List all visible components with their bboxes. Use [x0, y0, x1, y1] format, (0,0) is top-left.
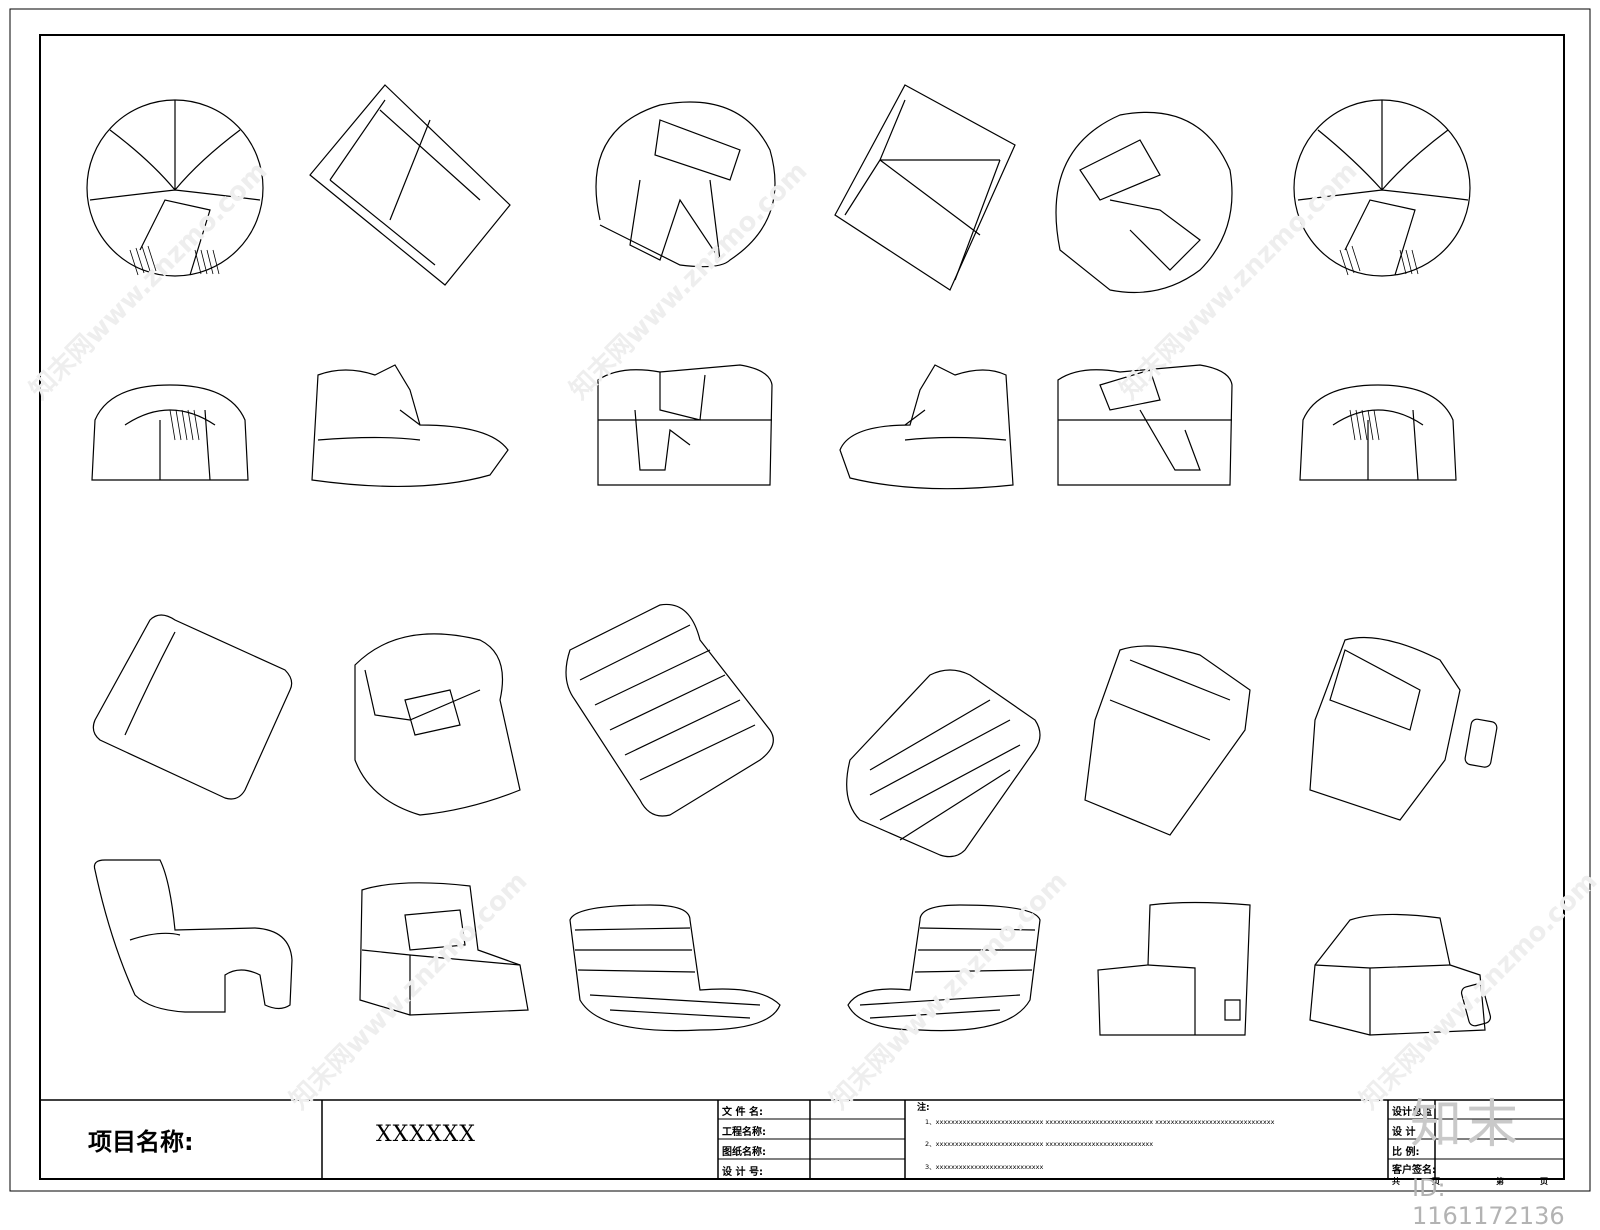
inner-frame: [39, 34, 1565, 1180]
sofa-elevation-bean-1: [91, 384, 249, 481]
sofa-elevation-lounge-1: [311, 364, 509, 488]
sofa-elevation-quilted-1: [569, 904, 781, 1032]
watermark-logo: 知末: [1410, 1095, 1523, 1155]
file-name-label: 文 件 名:: [722, 1107, 763, 1118]
sofa-plan-outline: [92, 614, 293, 800]
note-line: 3、xxxxxxxxxxxxxxxxxxxxxxxxxxxx: [925, 1163, 1044, 1171]
project-name-value: XXXXXX: [376, 1122, 476, 1147]
sofa-elevation-profile: [93, 859, 293, 1013]
designer-label: 设 计: [1392, 1127, 1416, 1138]
project-name-label: 项目名称:: [88, 1128, 194, 1156]
sofa-plan-round-3: [1055, 111, 1233, 294]
note-line: 2、xxxxxxxxxxxxxxxxxxxxxxxxxxxx xxxxxxxxx…: [925, 1140, 1154, 1148]
drawing-sheet: [9, 8, 1591, 1192]
design-supervisor-label: 设计总监: [1392, 1107, 1432, 1118]
sofa-plan-pillow: [354, 633, 521, 816]
watermark-id: ID: 1161172136: [1412, 1174, 1565, 1230]
sofa-plan-square-1: [309, 84, 511, 286]
title-block-rows: [718, 1118, 1564, 1160]
notes-heading: 注:: [917, 1103, 930, 1113]
sofa-plan-round-1: [86, 99, 264, 277]
sofa-elevation-bean-2: [1299, 384, 1457, 481]
sofa-elevation-armchair-1: [597, 364, 773, 486]
drawing-name-label: 图纸名称:: [722, 1147, 766, 1158]
sofa-plan-round-2: [595, 101, 776, 268]
sofa-elevation-lounge-2: [839, 364, 1014, 490]
sofa-elevation-ottoman-chair: [1309, 913, 1492, 1036]
sofa-plan-quilted-1: [565, 603, 774, 817]
page-number-label: 第: [1496, 1177, 1504, 1186]
sofa-plan-round-4: [1293, 99, 1471, 277]
client-signature-label: 客户签名:: [1392, 1165, 1436, 1176]
sofa-plan-with-ottoman: [1309, 636, 1498, 821]
sofa-plan-block: [1084, 645, 1251, 836]
project-title-label: 工程名称:: [722, 1127, 766, 1138]
total-pages-label: 共: [1392, 1177, 1400, 1186]
sofa-plan-quilted-2: [846, 669, 1041, 858]
outer-border: [9, 8, 1591, 1192]
scale-label: 比 例:: [1392, 1147, 1420, 1158]
page-unit-label: 页: [1432, 1177, 1440, 1186]
sofa-elevation-armchair-2: [1057, 364, 1233, 486]
design-number-label: 设 计 号:: [722, 1167, 763, 1178]
page-unit-label-2: 页: [1540, 1177, 1548, 1186]
note-line: 1、xxxxxxxxxxxxxxxxxxxxxxxxxxxx xxxxxxxxx…: [925, 1118, 1275, 1126]
sofa-elevation-block-chair: [1097, 901, 1251, 1036]
sofa-elevation-pillow-chair: [359, 882, 529, 1016]
sofa-plan-square-2: [834, 84, 1016, 291]
sofa-elevation-quilted-2: [847, 904, 1041, 1032]
